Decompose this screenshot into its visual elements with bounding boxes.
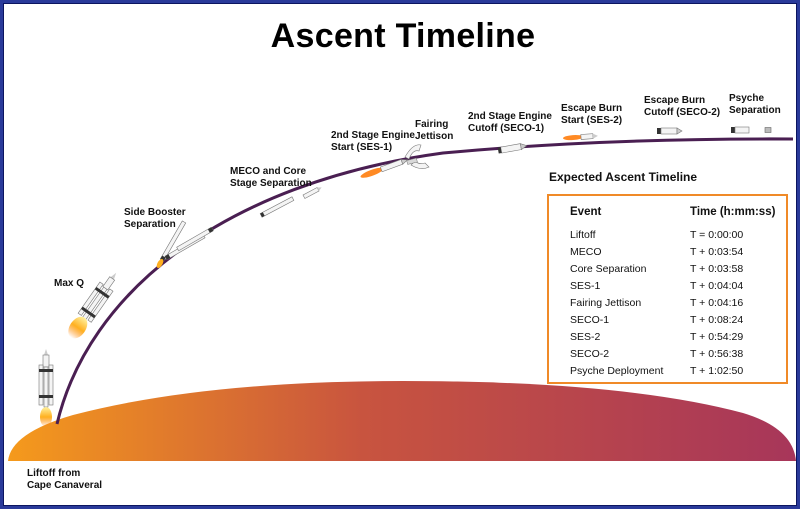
ascent-scene <box>8 126 796 461</box>
table-row: SECO-1 T + 0:08:24 <box>549 314 786 331</box>
label-seco2: Escape Burn Cutoff (SECO-2) <box>644 95 721 118</box>
seco1-stage-icon <box>497 143 528 154</box>
row-event: SECO-1 <box>570 314 610 326</box>
label-fairing: Fairing Jettison <box>415 119 454 142</box>
label-liftoff: Liftoff from Cape Canaveral <box>27 468 103 491</box>
table-row: Core Separation T + 0:03:58 <box>549 263 786 280</box>
row-event: Liftoff <box>570 229 596 241</box>
table-row: Liftoff T = 0:00:00 <box>549 229 786 246</box>
row-time: T + 0:04:16 <box>690 297 744 309</box>
label-side-booster: Side Booster Separation <box>124 207 186 230</box>
table-row: Fairing Jettison T + 0:04:16 <box>549 297 786 314</box>
table-row: SES-2 T + 0:54:29 <box>549 331 786 348</box>
row-time: T + 0:03:58 <box>690 263 744 275</box>
row-time: T + 0:04:04 <box>690 280 744 292</box>
row-event: Fairing Jettison <box>570 297 642 309</box>
label-seco1: 2nd Stage Engine Cutoff (SECO-1) <box>468 111 552 134</box>
page-title: Ascent Timeline <box>270 17 536 55</box>
seco2-stage-icon <box>657 127 683 135</box>
side-booster-separation-icon <box>156 220 214 269</box>
row-time: T = 0:00:00 <box>690 229 744 241</box>
row-event: SES-1 <box>570 280 601 292</box>
fairing-jettison-icon <box>404 144 430 169</box>
meco-core-separation-icon <box>259 187 322 218</box>
label-max-q: Max Q <box>54 278 85 289</box>
label-psyche: Psyche Separation <box>729 93 781 116</box>
row-event: MECO <box>570 246 602 258</box>
header-time: Time (h:mm:ss) <box>690 206 776 218</box>
row-time: T + 0:08:24 <box>690 314 744 326</box>
label-ses2: Escape Burn Start (SES-2) <box>561 103 623 126</box>
header-event: Event <box>570 206 602 218</box>
row-event: SES-2 <box>570 331 601 343</box>
label-ses1: 2nd Stage Engine Start (SES-1) <box>331 130 415 153</box>
ses2-stage-icon <box>563 133 598 141</box>
row-time: T + 0:54:29 <box>690 331 744 343</box>
table-row: Psyche Deployment T + 1:02:50 <box>549 365 786 382</box>
row-event: SECO-2 <box>570 348 610 360</box>
row-event: Core Separation <box>570 263 647 275</box>
psyche-separation-icon <box>731 126 772 134</box>
timeline-table: Event Time (h:mm:ss) Liftoff T = 0:00:00… <box>547 194 788 384</box>
table-row: SECO-2 T + 0:56:38 <box>549 348 786 365</box>
row-time: T + 1:02:50 <box>690 365 744 377</box>
row-time: T + 0:56:38 <box>690 348 744 360</box>
timeline-table-title: Expected Ascent Timeline <box>549 170 698 184</box>
table-row: SES-1 T + 0:04:04 <box>549 280 786 297</box>
ses1-stage-icon <box>360 159 409 178</box>
max-q-rocket-icon <box>68 272 117 339</box>
earth-horizon <box>8 381 796 461</box>
liftoff-rocket-icon <box>38 349 54 427</box>
label-meco: MECO and Core Stage Separation <box>230 166 312 189</box>
row-time: T + 0:03:54 <box>690 246 744 258</box>
table-row: MECO T + 0:03:54 <box>549 246 786 263</box>
row-event: Psyche Deployment <box>570 365 664 377</box>
